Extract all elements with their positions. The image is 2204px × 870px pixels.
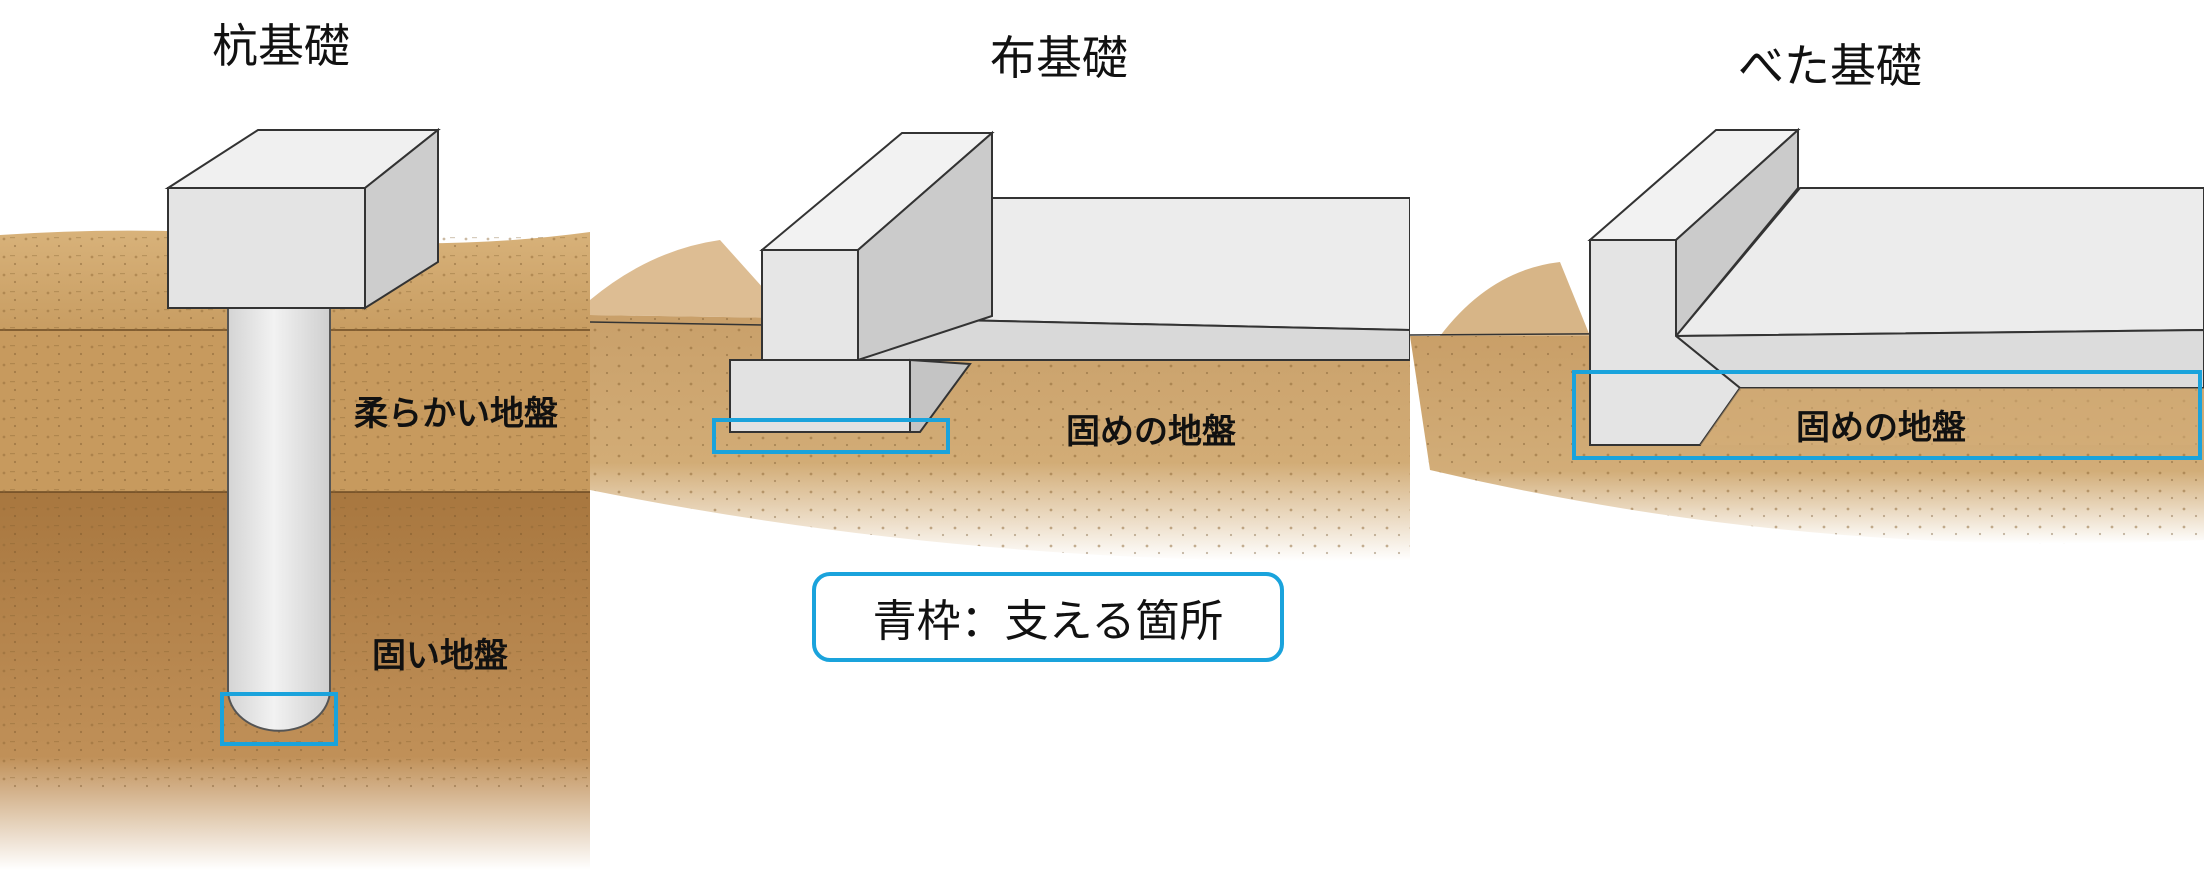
strip-foundation-panel	[590, 0, 1410, 600]
mat-ground-label: 固めの地盤	[1796, 408, 1966, 448]
soft-ground-label: 柔らかい地盤	[354, 394, 558, 434]
pile-foundation-title: 杭基礎	[212, 19, 350, 73]
pile-foundation-illustration	[0, 127, 590, 870]
mat-foundation-title: べた基礎	[1738, 39, 1922, 93]
strip-foundation-title: 布基礎	[990, 31, 1128, 85]
mat-support-highlight	[1572, 370, 2202, 460]
hard-ground-label: 固い地盤	[372, 636, 508, 676]
legend-box: 青枠：支える箇所	[812, 572, 1284, 662]
mat-foundation-panel	[1410, 0, 2204, 600]
strip-foundation-illustration	[590, 130, 1410, 562]
strip-support-highlight	[712, 418, 950, 454]
strip-ground-label: 固めの地盤	[1066, 412, 1236, 452]
legend-text: 青枠：支える箇所	[872, 596, 1224, 647]
mat-foundation-illustration	[1410, 127, 2204, 544]
pile-support-highlight	[220, 692, 338, 746]
pile-foundation-panel	[0, 0, 590, 870]
